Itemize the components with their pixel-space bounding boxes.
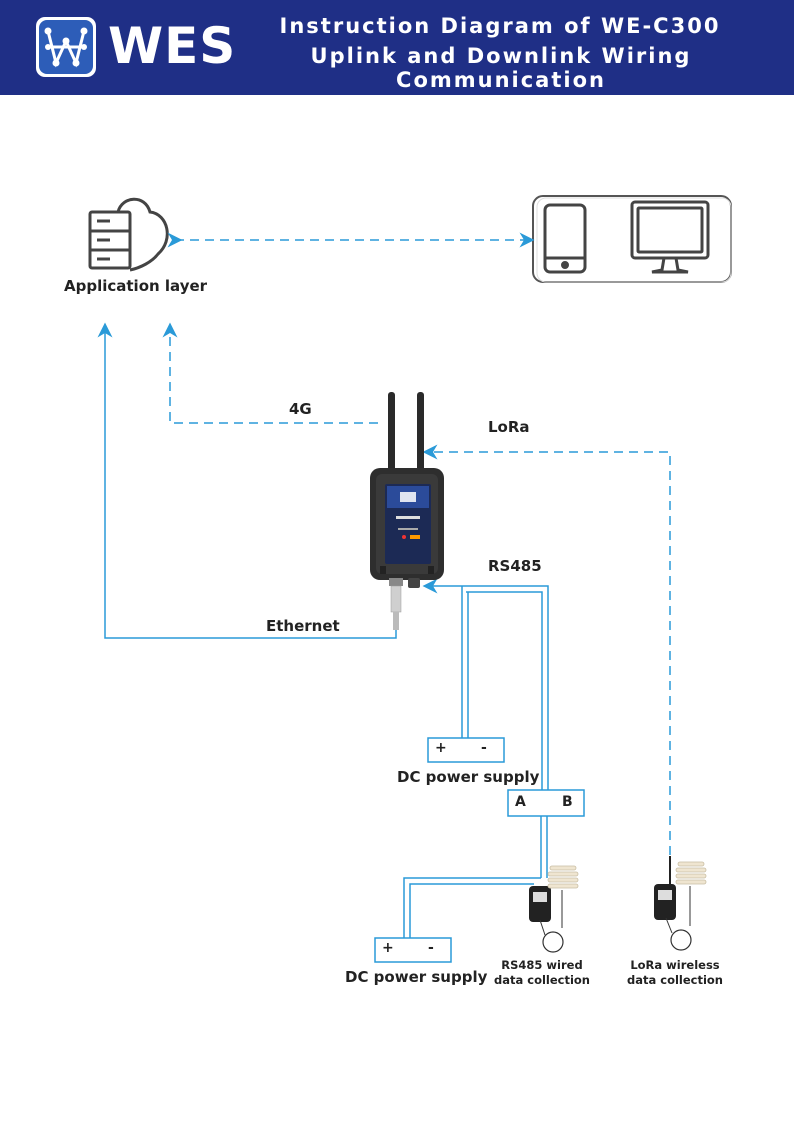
power-supply-1-label: DC power supply bbox=[397, 768, 540, 786]
wes-logo-icon bbox=[36, 17, 96, 77]
lora-sensor-caption-line2: data collection bbox=[627, 973, 723, 987]
rs485-sensor-icon bbox=[529, 865, 579, 953]
page-title-line1: Instruction Diagram of WE-C300 bbox=[279, 14, 721, 38]
link-ethernet-line bbox=[97, 322, 397, 639]
rs485-sensor-caption-line1: RS485 wired bbox=[501, 958, 583, 972]
power-supply-2-plus: + bbox=[382, 940, 394, 956]
header-banner: WES Instruction Diagram of WE-C300 Uplin… bbox=[0, 0, 794, 95]
monitor-icon bbox=[630, 200, 710, 274]
rs485-sensor-caption: RS485 wired data collection bbox=[490, 958, 594, 988]
page-title-line2: Uplink and Downlink Wiring Communication bbox=[310, 44, 692, 92]
terminal-a-label: A bbox=[515, 794, 526, 810]
lora-sensor-caption: LoRa wireless data collection bbox=[622, 958, 728, 988]
link-lora-line bbox=[422, 444, 671, 915]
power-supply-2-box bbox=[374, 937, 452, 963]
bus-terminal-box bbox=[507, 789, 585, 817]
power-supply-1-plus: + bbox=[435, 740, 447, 756]
power-supply-2-label: DC power supply bbox=[345, 968, 488, 986]
brand-name: WES bbox=[108, 17, 237, 75]
lora-sensor-caption-line1: LoRa wireless bbox=[630, 958, 720, 972]
link-ethernet-label: Ethernet bbox=[266, 617, 340, 635]
power-supply-1-minus: - bbox=[481, 740, 487, 756]
lora-sensor-icon bbox=[654, 856, 707, 951]
cloud-server-icon bbox=[88, 197, 169, 272]
link-rs485-line bbox=[422, 578, 549, 800]
application-layer-label: Application layer bbox=[64, 277, 208, 295]
smartphone-icon bbox=[543, 203, 587, 274]
link-rs485-label: RS485 bbox=[488, 557, 542, 575]
gateway-device-icon bbox=[370, 392, 444, 630]
link-4g-line bbox=[162, 322, 378, 424]
link-lora-label: LoRa bbox=[488, 418, 530, 436]
terminal-b-label: B bbox=[562, 794, 573, 810]
power-supply-2-minus: - bbox=[428, 940, 434, 956]
rs485-sensor-caption-line2: data collection bbox=[494, 973, 590, 987]
power-supply-1-box bbox=[427, 737, 505, 763]
link-4g-label: 4G bbox=[289, 400, 312, 418]
